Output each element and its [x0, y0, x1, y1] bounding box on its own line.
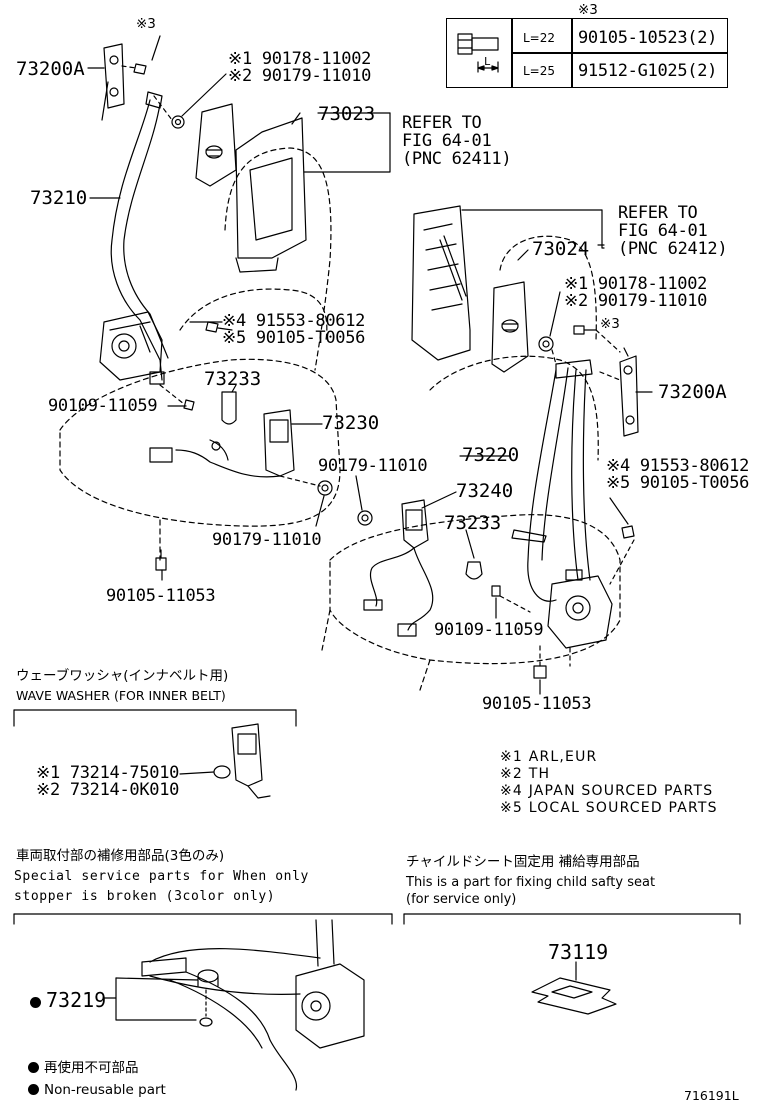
callout-73233-left: 73233 [204, 368, 262, 390]
callout-bolt-right-1: ※4 91553-80612 [606, 456, 750, 476]
fasteners-left [133, 63, 333, 571]
callout-bolt-right-2: ※5 90105-T0056 [606, 473, 750, 493]
non-reusable-dot-icon [30, 997, 41, 1008]
legend-note-1: ※1 ARL,EUR [500, 749, 598, 765]
callout-73200A-right: 73200A [658, 381, 727, 403]
callout-refer2-l1: REFER TO [618, 203, 698, 223]
callout-73023: 73023 [318, 103, 376, 125]
callout-washer-left-2: ※2 90179-11010 [228, 66, 372, 86]
right-seat-outline [321, 235, 621, 691]
footnote-jp: 再使用不可部品 [28, 1060, 139, 1076]
special-title-jp: 車両取付部の補修用部品(3色のみ) [16, 848, 225, 864]
callout-90105-right: 90105-11053 [482, 694, 592, 714]
callout-washer-right-2: ※2 90179-11010 [564, 291, 708, 311]
callout-73210: 73210 [30, 187, 88, 209]
child-line-1: This is a part for fixing child safty se… [406, 875, 656, 890]
callout-73233-right: 73233 [444, 512, 502, 534]
footnote-en: Non-reusable part [28, 1082, 166, 1098]
callout-bolt-left-2: ※5 90105-T0056 [222, 328, 366, 348]
seatback-trim-left [235, 117, 307, 273]
buckle-right [363, 499, 434, 637]
callout-refer2-l2: FIG 64-01 [618, 221, 708, 241]
anchor-right [619, 347, 639, 437]
callout-90179-mid: 90179-11010 [318, 456, 428, 476]
dashed-leaders-left [121, 65, 321, 487]
child-title-jp: チャイルドシート固定用 補給専用部品 [406, 854, 640, 870]
legend-note-2: ※2 TH [500, 766, 551, 782]
wave-washer-part-2: ※2 73214-0K010 [36, 780, 180, 800]
callout-90109-left: 90109-11059 [48, 396, 158, 416]
non-reusable-dot-icon [28, 1062, 39, 1073]
flange-bolt-icon [457, 33, 499, 73]
callout-refer2-l3: (PNC 62412) [618, 239, 728, 259]
table-length-2: L=25 [523, 64, 556, 78]
wave-washer-bracket [13, 709, 297, 799]
footnote-en-label: Non-reusable part [44, 1082, 166, 1098]
table-part-1: 90105-10523(2) [578, 28, 718, 48]
wave-washer-title-en: WAVE WASHER (FOR INNER BELT) [16, 688, 226, 703]
non-reusable-dot-icon [28, 1084, 39, 1095]
callout-washer-right-1: ※1 90178-11002 [564, 274, 708, 294]
special-line-2: stopper is broken (3color only) [14, 889, 276, 904]
leader-lines [87, 35, 653, 695]
table-length-1: L=22 [523, 31, 556, 45]
callout-73220: 73220 [462, 444, 520, 466]
legend-note-4: ※4 JAPAN SOURCED PARTS [500, 783, 714, 799]
special-line-1: Special service parts for When only [14, 869, 309, 884]
bolt-length-table [446, 18, 728, 88]
callout-73200A-left: 73200A [16, 58, 85, 80]
callout-73230: 73230 [322, 412, 380, 434]
callout-refer1-l1: REFER TO [402, 113, 482, 133]
callout-note3-right: ※3 [600, 316, 620, 332]
dashed-leaders-right [499, 329, 635, 667]
pillar-garnish-left [195, 103, 237, 187]
callout-73219: 73219 [30, 990, 106, 1010]
seat-belt-right [511, 359, 613, 649]
callout-note3-left: ※3 [136, 16, 156, 32]
callout-90109-right: 90109-11059 [434, 620, 544, 640]
legend-note-5: ※5 LOCAL SOURCED PARTS [500, 800, 718, 816]
callout-90105-left: 90105-11053 [106, 586, 216, 606]
table-dim-label: L [484, 55, 491, 68]
pillar-garnish-right [491, 281, 529, 373]
table-part-2: 91512-G1025(2) [578, 61, 718, 81]
callout-90179-bottom: 90179-11010 [212, 530, 322, 550]
wave-washer-part-1: ※1 73214-75010 [36, 763, 180, 783]
footnote-jp-label: 再使用不可部品 [44, 1060, 139, 1076]
buckle-left [149, 409, 295, 478]
left-seat-outline [59, 147, 341, 561]
callout-73240: 73240 [456, 480, 514, 502]
callout-refer1-l2: FIG 64-01 [402, 131, 492, 151]
wave-washer-title-jp: ウェーブワッシャ(インナベルト用) [16, 668, 229, 684]
special-parts-bracket [13, 913, 393, 1091]
child-line-2: (for service only) [406, 892, 517, 907]
fasteners-right [357, 325, 635, 679]
callout-73119: 73119 [548, 940, 609, 964]
figure-id: 716191L [684, 1088, 739, 1103]
child-seat-bracket [403, 913, 741, 1015]
callout-73219-label: 73219 [46, 988, 107, 1012]
callout-73024: 73024 [532, 238, 590, 260]
callout-washer-left-1: ※1 90178-11002 [228, 49, 372, 69]
seat-belt-left [99, 43, 169, 385]
callout-bolt-left-1: ※4 91553-80612 [222, 311, 366, 331]
table-note-mark: ※3 [578, 2, 598, 18]
pillar-trim-right [411, 205, 471, 361]
callout-refer1-l3: (PNC 62411) [402, 149, 512, 169]
